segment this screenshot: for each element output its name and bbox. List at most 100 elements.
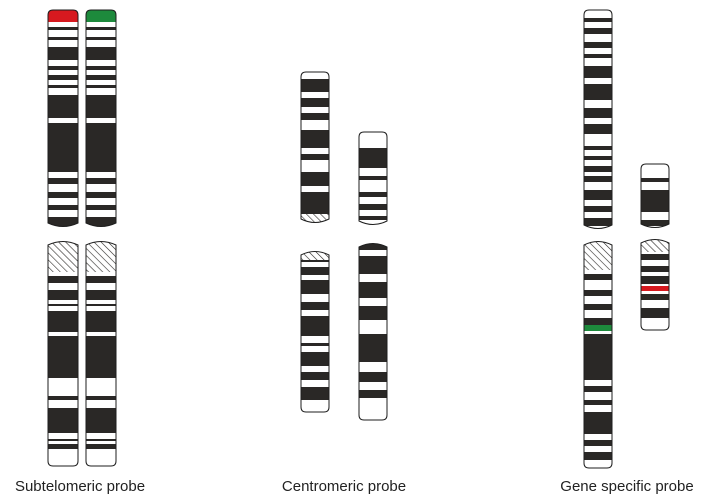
band — [584, 66, 612, 78]
band — [584, 84, 612, 100]
band — [584, 274, 612, 280]
band — [86, 27, 116, 30]
band — [86, 66, 116, 70]
q-arm-fill — [48, 241, 78, 466]
p-arm-outline — [300, 71, 330, 223]
band — [301, 387, 329, 400]
band — [48, 217, 78, 227]
band — [584, 176, 612, 182]
band — [86, 304, 116, 306]
band — [301, 302, 329, 310]
band — [359, 244, 387, 250]
band — [641, 220, 669, 226]
band — [584, 156, 612, 160]
band — [86, 123, 116, 172]
band — [584, 54, 612, 58]
band — [584, 146, 612, 150]
band — [301, 280, 329, 294]
band — [301, 98, 329, 107]
band — [584, 304, 612, 310]
p-arm-outline — [358, 131, 388, 225]
band — [359, 148, 387, 168]
band — [301, 130, 329, 148]
band — [584, 412, 612, 434]
heterochromatin-hatch — [48, 241, 78, 272]
band — [86, 336, 116, 378]
band — [48, 47, 78, 60]
heterochromatin-hatch — [584, 241, 612, 270]
band — [584, 42, 612, 48]
band — [86, 178, 116, 184]
band — [301, 372, 329, 380]
band — [584, 318, 612, 326]
band — [359, 216, 387, 220]
band — [584, 206, 612, 212]
band — [584, 218, 612, 226]
band — [86, 217, 116, 227]
band — [48, 66, 78, 70]
band — [86, 311, 116, 332]
centromere-hatch — [301, 214, 329, 223]
q-arm-outline — [583, 241, 613, 469]
band — [48, 27, 78, 30]
band — [301, 79, 329, 92]
band — [359, 256, 387, 274]
band — [301, 154, 329, 160]
chromosome-cen-right — [358, 131, 388, 421]
band — [86, 205, 116, 210]
p-arm-fill — [301, 72, 329, 223]
q-arm-fill — [86, 241, 116, 466]
band — [641, 254, 669, 260]
band — [48, 444, 78, 449]
q-arm-fill — [301, 251, 329, 412]
chromosome-group — [47, 9, 670, 469]
band — [641, 276, 669, 284]
band — [359, 176, 387, 180]
band — [86, 276, 116, 283]
heterochromatin-hatch — [86, 241, 116, 272]
band — [48, 439, 78, 441]
probe-signal-green — [359, 229, 387, 230]
band — [48, 290, 78, 300]
band — [584, 440, 612, 446]
band — [48, 408, 78, 433]
band — [641, 308, 669, 318]
p-arm-fill — [641, 164, 669, 228]
band — [301, 316, 329, 336]
band — [301, 343, 329, 346]
q-arm-outline — [85, 241, 117, 467]
band — [86, 75, 116, 80]
band — [301, 172, 329, 186]
p-arm-outline — [47, 9, 79, 227]
probe-signal-red — [641, 286, 669, 291]
p-arm-fill — [359, 132, 387, 230]
band — [86, 192, 116, 198]
band — [48, 37, 78, 40]
band — [641, 178, 669, 182]
band — [48, 311, 78, 332]
band — [359, 372, 387, 382]
band — [359, 192, 387, 197]
q-arm-outline — [640, 239, 670, 331]
p-arm-fill — [48, 10, 78, 227]
q-arm-outline — [358, 243, 388, 421]
band — [301, 192, 329, 214]
chromosome-sub-left — [47, 9, 79, 467]
band — [86, 95, 116, 118]
caption-gene-specific-probe: Gene specific probe — [560, 478, 694, 495]
band — [584, 452, 612, 460]
probe-signal-red — [48, 10, 78, 22]
band — [584, 190, 612, 200]
band — [48, 85, 78, 88]
chromosome-gen-right — [640, 163, 670, 331]
chromosome-gen-left — [583, 9, 613, 469]
band — [301, 113, 329, 120]
probe-signal-green — [86, 10, 116, 22]
band — [48, 123, 78, 172]
band — [301, 267, 329, 275]
band — [359, 204, 387, 210]
caption-centromeric-probe: Centromeric probe — [281, 478, 407, 495]
band — [301, 352, 329, 366]
q-arm-fill — [641, 239, 669, 330]
